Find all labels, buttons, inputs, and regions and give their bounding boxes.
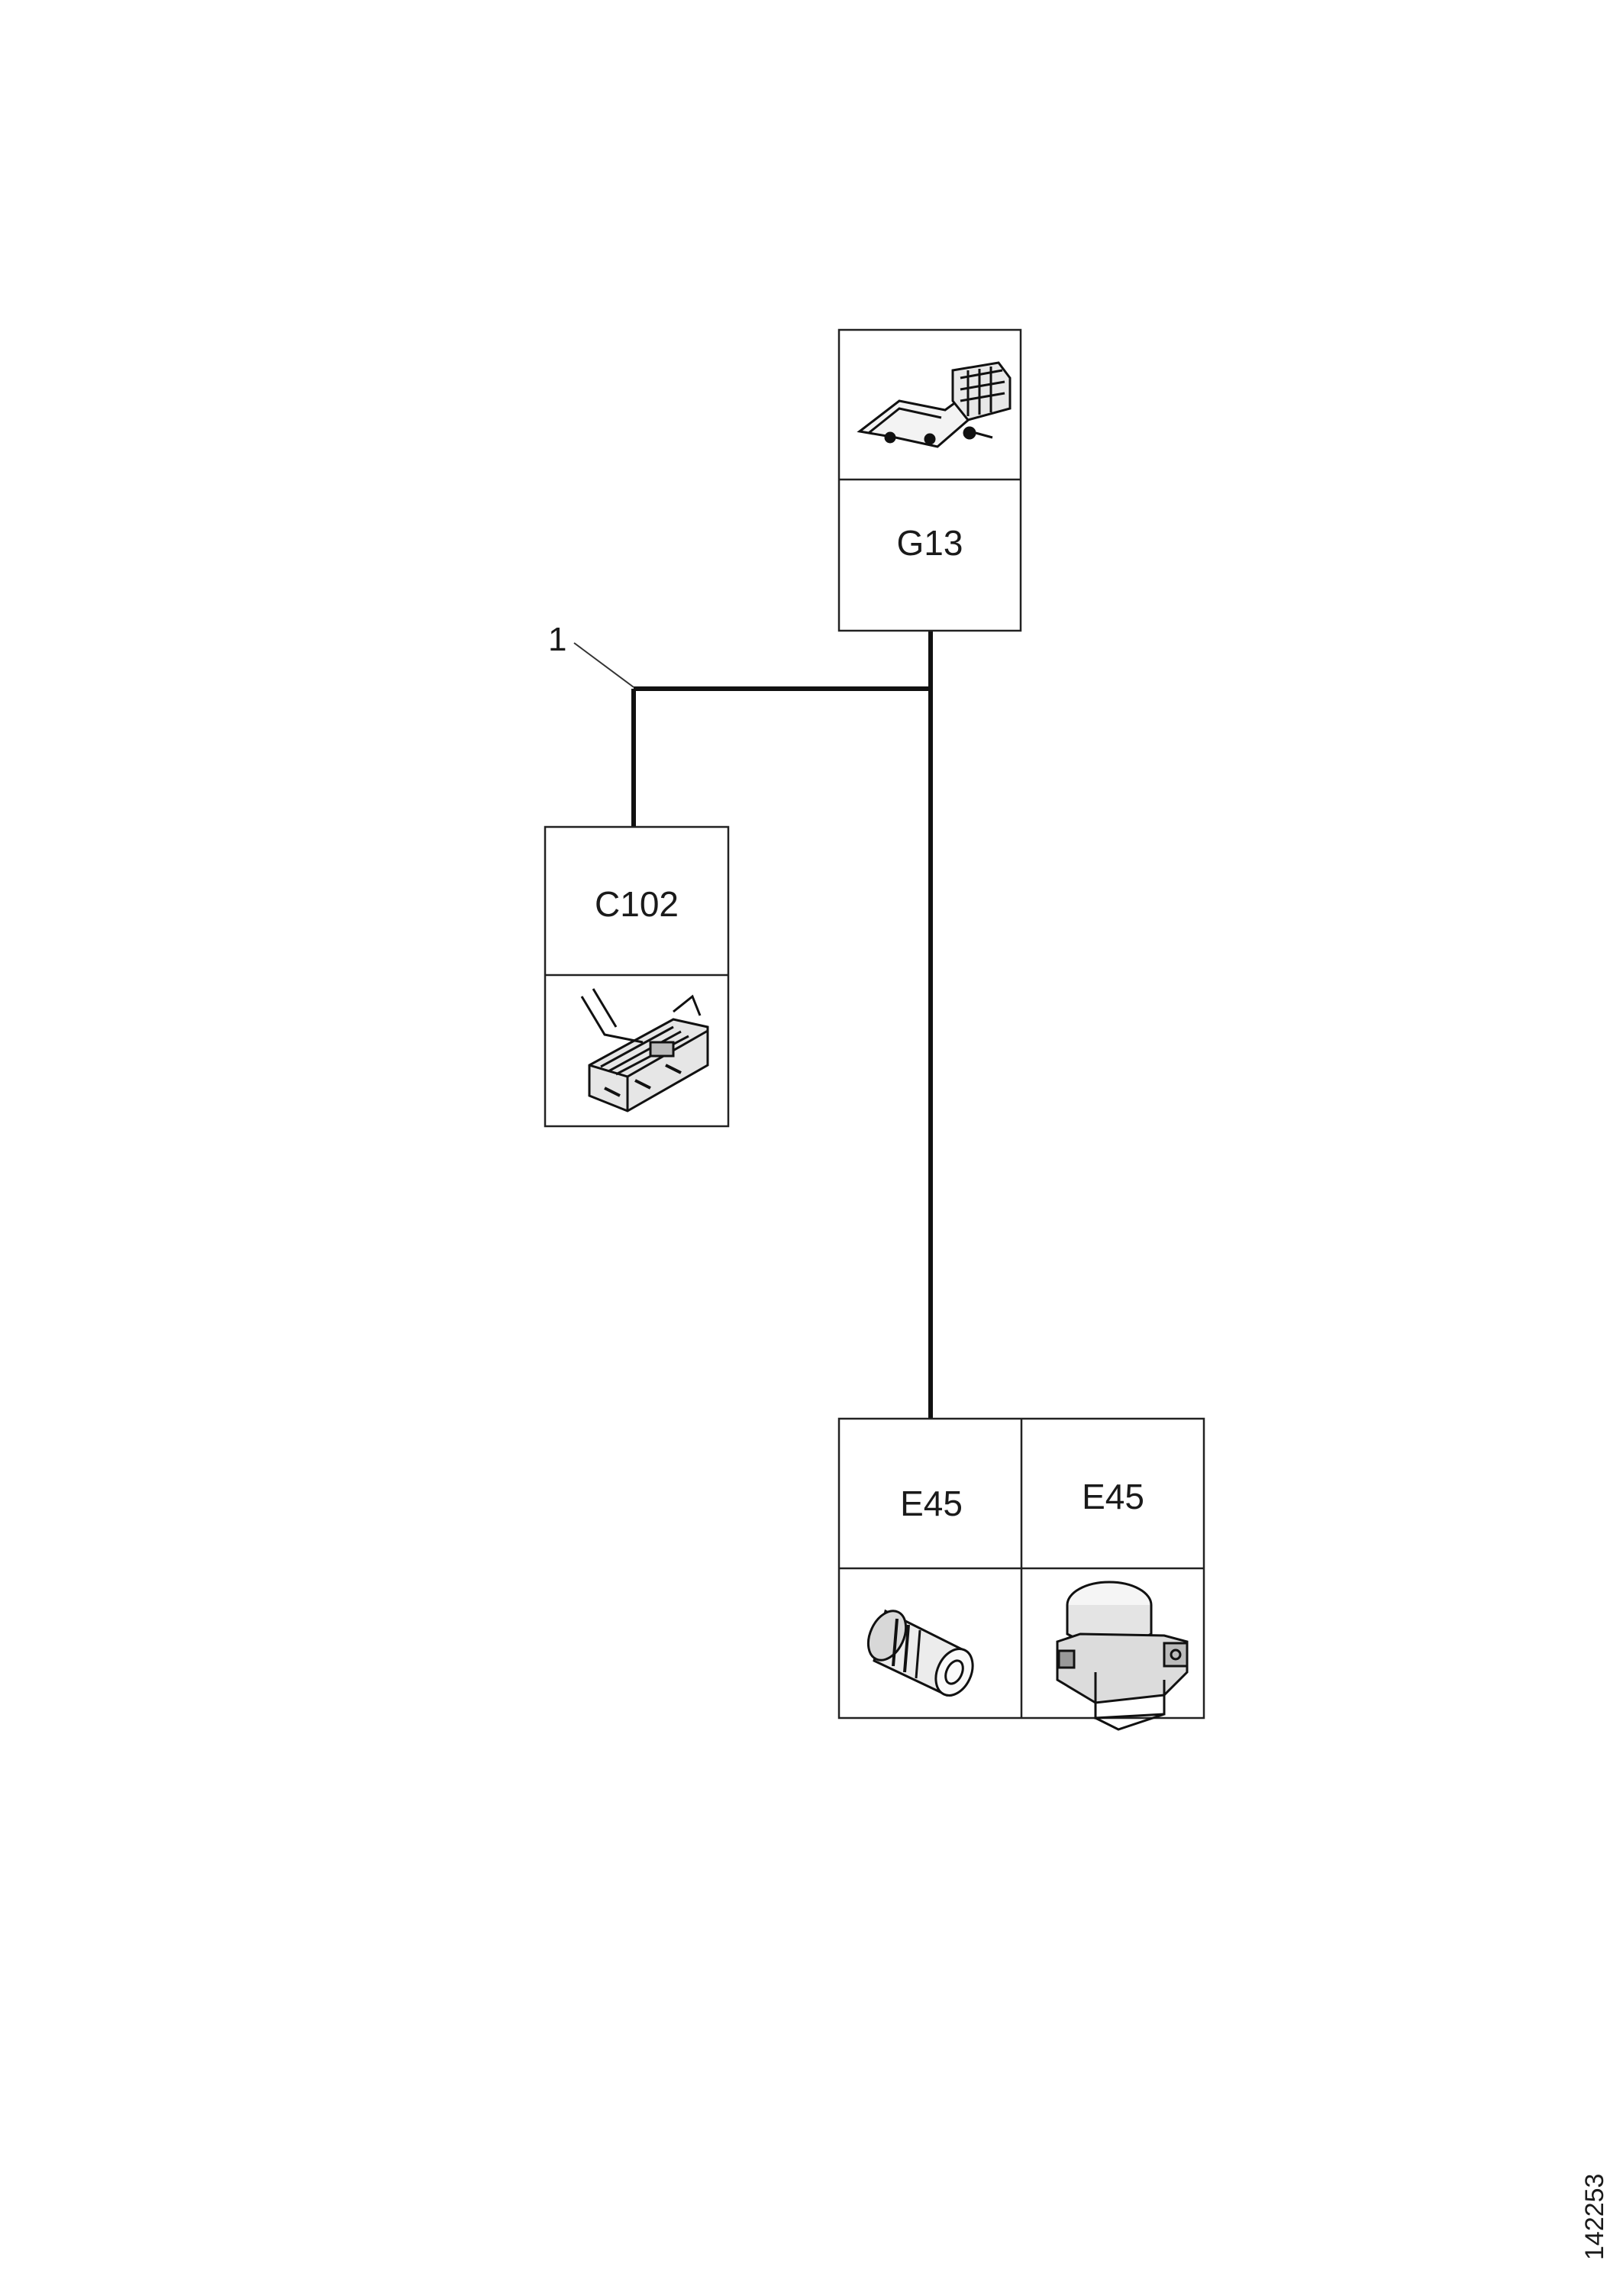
c102-label: C102 xyxy=(595,884,679,924)
wires xyxy=(631,631,933,1419)
e45-right-label: E45 xyxy=(1082,1477,1144,1516)
lamp-bulb-icon xyxy=(866,1609,974,1697)
component-e45-group: E45 E45 xyxy=(837,1417,1205,1731)
lamp-holder-icon xyxy=(1056,1581,1189,1731)
callout-number: 1 xyxy=(548,621,566,658)
ground-point-icon xyxy=(857,361,1012,448)
connector-icon xyxy=(580,988,709,1112)
figure-number: 142253 xyxy=(1580,2174,1609,2260)
callout-1: 1 xyxy=(548,621,634,688)
callout-leader-line xyxy=(573,642,634,688)
g13-label: G13 xyxy=(897,523,963,563)
component-c102: C102 xyxy=(544,825,730,1128)
e45-left-label: E45 xyxy=(900,1484,963,1523)
component-g13: G13 xyxy=(837,328,1022,632)
